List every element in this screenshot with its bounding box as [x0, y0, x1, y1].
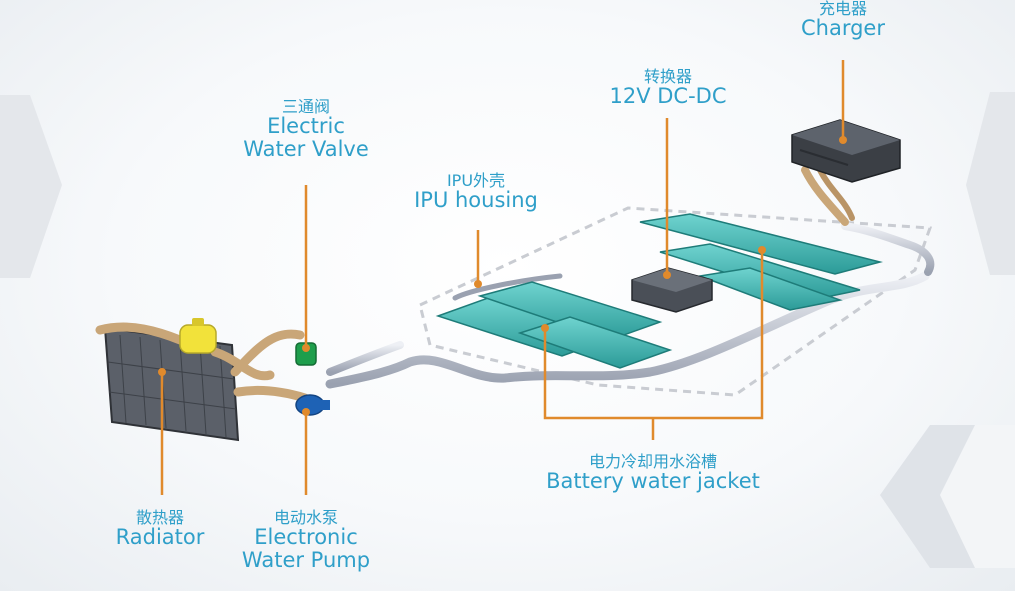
label-radiator-zh: 散热器 — [135, 508, 184, 527]
label-charger-en: Charger — [801, 16, 885, 41]
label-valve-en-line2: Water Valve — [243, 136, 369, 161]
label-dcdc-en: 12V DC-DC — [609, 84, 727, 109]
label-ipu-zh: IPU外壳 — [446, 171, 506, 190]
background-chevron-left — [0, 95, 62, 278]
label-dcdc-zh: 转换器 — [643, 67, 692, 86]
label-pump-en-line1: Electronic — [254, 525, 358, 550]
label-ipu: IPU外壳 IPU housing — [400, 172, 552, 212]
label-radiator: 散热器 Radiator — [105, 509, 215, 549]
label-dcdc: 转换器 12V DC-DC — [590, 68, 746, 108]
leader-dots — [158, 136, 847, 416]
label-radiator-en: Radiator — [115, 525, 205, 550]
label-pump-en-line2: Water Pump — [241, 547, 371, 572]
label-charger-zh: 充电器 — [818, 0, 867, 18]
charger-hoses — [801, 166, 855, 226]
cooling-plate — [517, 316, 673, 369]
label-jacket: 电力冷却用水浴槽 Battery water jacket — [535, 453, 771, 493]
radiator-unit — [95, 322, 310, 442]
ipu-housing-outline — [418, 206, 933, 397]
expansion-tank — [179, 318, 217, 354]
label-pump: 电动水泵 Electronic Water Pump — [232, 509, 380, 572]
dcdc-converter — [631, 267, 713, 313]
label-jacket-en: Battery water jacket — [546, 469, 760, 494]
label-ipu-en: IPU housing — [414, 188, 538, 213]
cooling-plate — [639, 213, 883, 275]
leader-lines — [160, 60, 845, 495]
cooling-plate — [697, 267, 843, 311]
background-chevron-right — [880, 92, 1015, 568]
battery-water-jacket-plates — [435, 213, 883, 369]
electronic-water-pump — [295, 394, 330, 416]
label-charger: 充电器 Charger — [790, 0, 896, 40]
label-jacket-zh: 电力冷却用水浴槽 — [588, 452, 717, 471]
label-pump-zh: 电动水泵 — [273, 508, 338, 527]
label-valve: 三通阀 Electric Water Valve — [230, 98, 382, 161]
leader-jacket — [543, 250, 764, 440]
label-valve-zh: 三通阀 — [281, 97, 330, 116]
label-valve-en-line1: Electric — [267, 114, 345, 139]
